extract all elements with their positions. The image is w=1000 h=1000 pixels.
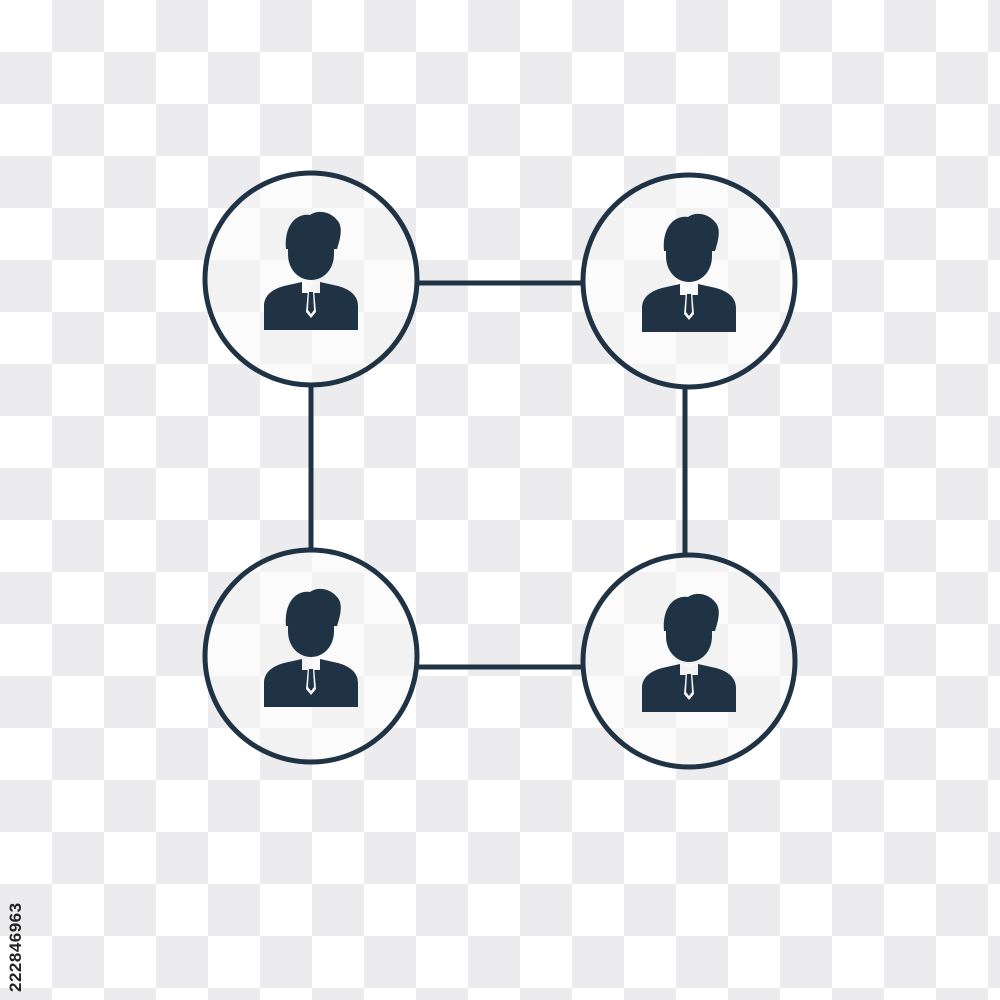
network-node (580, 552, 798, 770)
network-node (202, 547, 420, 765)
network-node (202, 170, 420, 388)
stock-image-id: 222846963 (6, 902, 26, 992)
network-node (580, 172, 798, 390)
stock-id-number: 222846963 (6, 902, 25, 992)
